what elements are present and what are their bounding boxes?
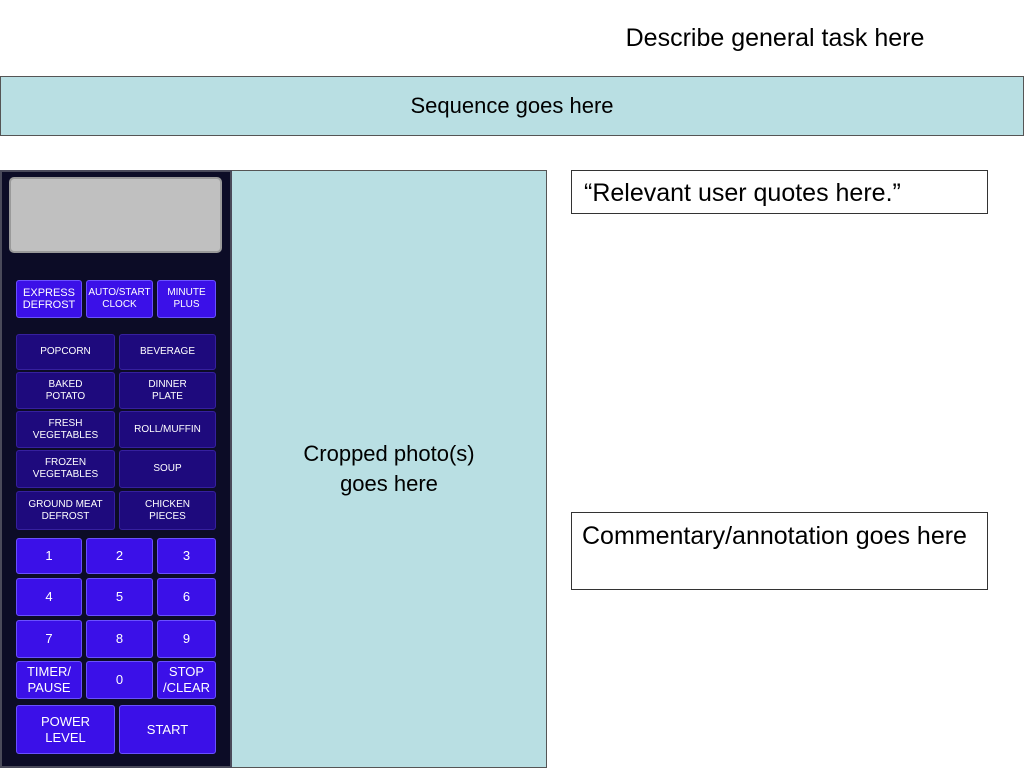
- keypad-7-button[interactable]: 7: [16, 620, 82, 658]
- start-button[interactable]: START: [119, 705, 216, 754]
- microwave-display: [9, 177, 222, 253]
- commentary-text: Commentary/annotation goes here: [582, 522, 967, 550]
- soup-button[interactable]: SOUP: [119, 450, 216, 488]
- photo-placeholder: Cropped photo(s) goes here: [232, 170, 547, 768]
- user-quote-text: “Relevant user quotes here.”: [584, 179, 901, 207]
- keypad-6-button[interactable]: 6: [157, 578, 216, 616]
- photo-caption: Cropped photo(s) goes here: [303, 441, 475, 496]
- roll-muffin-button[interactable]: ROLL/MUFFIN: [119, 411, 216, 448]
- sequence-bar: Sequence goes here: [0, 76, 1024, 136]
- task-title: Describe general task here: [625, 24, 925, 52]
- popcorn-button[interactable]: POPCORN: [16, 334, 115, 370]
- keypad-1-button[interactable]: 1: [16, 538, 82, 574]
- beverage-button[interactable]: BEVERAGE: [119, 334, 216, 370]
- keypad-2-button[interactable]: 2: [86, 538, 153, 574]
- keypad-5-button[interactable]: 5: [86, 578, 153, 616]
- sequence-label: Sequence goes here: [410, 93, 614, 118]
- commentary-box: Commentary/annotation goes here: [571, 512, 988, 590]
- timer-pause-button[interactable]: TIMER/PAUSE: [16, 661, 82, 699]
- keypad-0-button[interactable]: 0: [86, 661, 153, 699]
- keypad-8-button[interactable]: 8: [86, 620, 153, 658]
- stop-clear-button[interactable]: STOP/CLEAR: [157, 661, 216, 699]
- keypad-4-button[interactable]: 4: [16, 578, 82, 616]
- user-quote-box: “Relevant user quotes here.”: [571, 170, 988, 214]
- keypad-9-button[interactable]: 9: [157, 620, 216, 658]
- keypad-3-button[interactable]: 3: [157, 538, 216, 574]
